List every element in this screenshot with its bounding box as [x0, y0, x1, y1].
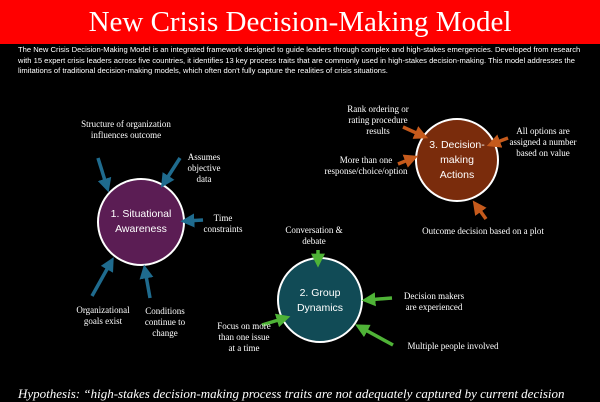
arrow-multiple-people [355, 324, 394, 347]
note-experienced: Decision makers are experienced [403, 291, 465, 312]
note-org-goals: Organizational goals exist [76, 305, 130, 326]
node-actions-line1: 3. Decision- [429, 139, 485, 151]
arrow-experienced [361, 292, 393, 307]
node-label-situational: 1. Situational Awareness [98, 207, 184, 237]
node-actions-line2: making [440, 154, 474, 166]
arrow-focus [261, 313, 291, 328]
arrow-objective [160, 157, 182, 188]
intro-paragraph: The New Crisis Decision-Making Model is … [18, 45, 581, 75]
node-label-actions: 3. Decision- making Actions [416, 138, 498, 183]
note-all-options: All options are assigned a number based … [509, 126, 577, 158]
arrow-time [180, 213, 204, 228]
node-actions-line3: Actions [439, 169, 475, 181]
note-rank: Rank ordering or rating procedure result… [347, 104, 409, 136]
note-multiple-people: Multiple people involved [407, 341, 499, 351]
arrow-all-options [486, 134, 509, 148]
node-situational-line1: 1. Situational [110, 208, 172, 220]
note-focus: Focus on more than one issue at a time [217, 321, 271, 353]
note-conversation: Conversation & debate [285, 225, 343, 246]
page-title: New Crisis Decision-Making Model [0, 0, 600, 44]
node-label-group: 2. Group Dynamics [278, 286, 362, 316]
arrow-rank [402, 125, 429, 139]
node-situational-line2: Awareness [115, 223, 167, 235]
arrow-outcome [472, 200, 488, 221]
arrow-conditions [139, 264, 154, 299]
node-group-line2: Dynamics [296, 302, 344, 314]
note-outcome: Outcome decision based on a plot [422, 226, 544, 236]
arrow-more-than-one [397, 154, 419, 168]
arrow-org-goals [90, 257, 114, 297]
note-conditions: Conditions continue to change [144, 306, 186, 338]
note-structure: Structure of organization influences out… [81, 119, 171, 140]
note-objective: Assumes objective data [187, 152, 221, 184]
arrow-structure [96, 157, 112, 193]
note-time: Time constraints [203, 213, 243, 234]
note-more-than-one: More than one response/choice/option [324, 155, 408, 176]
hypothesis-text: Hypothesis: “high-stakes decision-making… [18, 386, 565, 401]
node-group-line1: 2. Group [299, 287, 341, 299]
